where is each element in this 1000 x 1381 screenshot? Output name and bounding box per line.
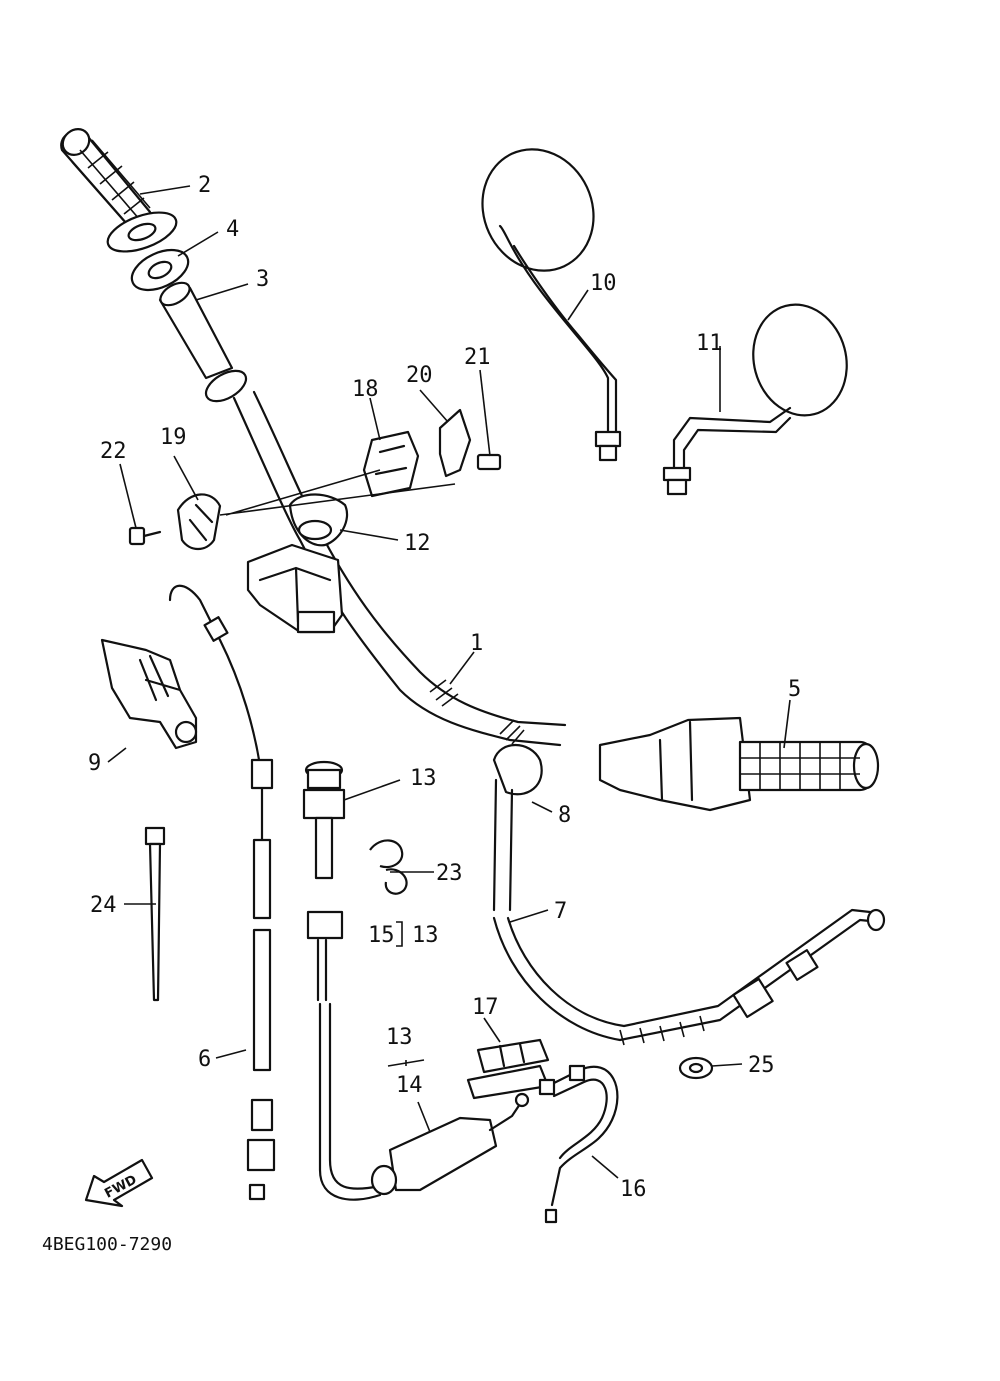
callout-6: 6 <box>198 1047 211 1072</box>
leader-lines <box>107 185 791 1179</box>
callout-3: 3 <box>256 267 269 292</box>
callout-23: 23 <box>436 861 463 886</box>
callout-13-top: 13 <box>410 766 437 791</box>
lever-spring <box>438 408 472 478</box>
collar <box>130 248 190 292</box>
callout-20: 20 <box>406 363 433 388</box>
callout-13-side: 13 <box>412 923 439 948</box>
clamp-bolt-left <box>128 526 162 546</box>
brake-master-cylinder <box>100 638 198 750</box>
callout-25: 25 <box>748 1053 775 1078</box>
diagram-code: 4BEG100-7290 <box>42 1234 172 1255</box>
callout-9: 9 <box>88 751 101 776</box>
callout-4: 4 <box>226 217 239 242</box>
handlebar <box>232 390 567 747</box>
left-switch-block <box>246 543 344 634</box>
cable-tie <box>144 826 166 1002</box>
choke-lever <box>466 1038 550 1100</box>
choke-cable <box>302 760 382 1201</box>
callout-1: 1 <box>470 631 483 656</box>
callout-15: 15 <box>368 923 395 948</box>
right-switch-block <box>598 716 752 812</box>
left-grip <box>60 128 178 253</box>
callout-22: 22 <box>100 439 127 464</box>
throttle-housing <box>288 493 349 547</box>
callout-12: 12 <box>404 531 431 556</box>
callout-7: 7 <box>554 899 567 924</box>
callout-labels: 1 2 3 4 5 6 7 8 9 10 11 12 13 13 13 14 1… <box>88 173 801 1202</box>
right-grip <box>738 740 880 792</box>
master-cylinder-clamp <box>176 493 222 551</box>
callout-13-bottom: 13 <box>386 1025 413 1050</box>
lever-holder <box>362 430 420 498</box>
forward-direction-arrow: FWD <box>84 1158 154 1208</box>
mirror-right <box>662 303 848 496</box>
clamp-bolt-right <box>476 453 502 471</box>
clutch-cable <box>168 584 276 1201</box>
cable-guide <box>369 839 408 895</box>
callout-21: 21 <box>464 345 491 370</box>
callout-10: 10 <box>590 271 617 296</box>
callout-5: 5 <box>788 677 801 702</box>
callout-16: 16 <box>620 1177 647 1202</box>
callout-11: 11 <box>696 331 723 356</box>
callout-14: 14 <box>396 1073 423 1098</box>
callout-17: 17 <box>472 995 499 1020</box>
mirror-left <box>481 148 622 462</box>
callout-8: 8 <box>558 803 571 828</box>
callout-19: 19 <box>160 425 187 450</box>
clamp-guide-lines <box>219 469 456 516</box>
callout-2: 2 <box>198 173 211 198</box>
throttle-cable <box>492 744 886 1046</box>
hose-clip <box>678 1056 714 1080</box>
throttle-sleeve <box>158 281 248 403</box>
callout-24: 24 <box>90 893 117 918</box>
hot-start-cable <box>538 1064 619 1224</box>
callout-18: 18 <box>352 377 379 402</box>
choke-plunger <box>370 1092 530 1196</box>
